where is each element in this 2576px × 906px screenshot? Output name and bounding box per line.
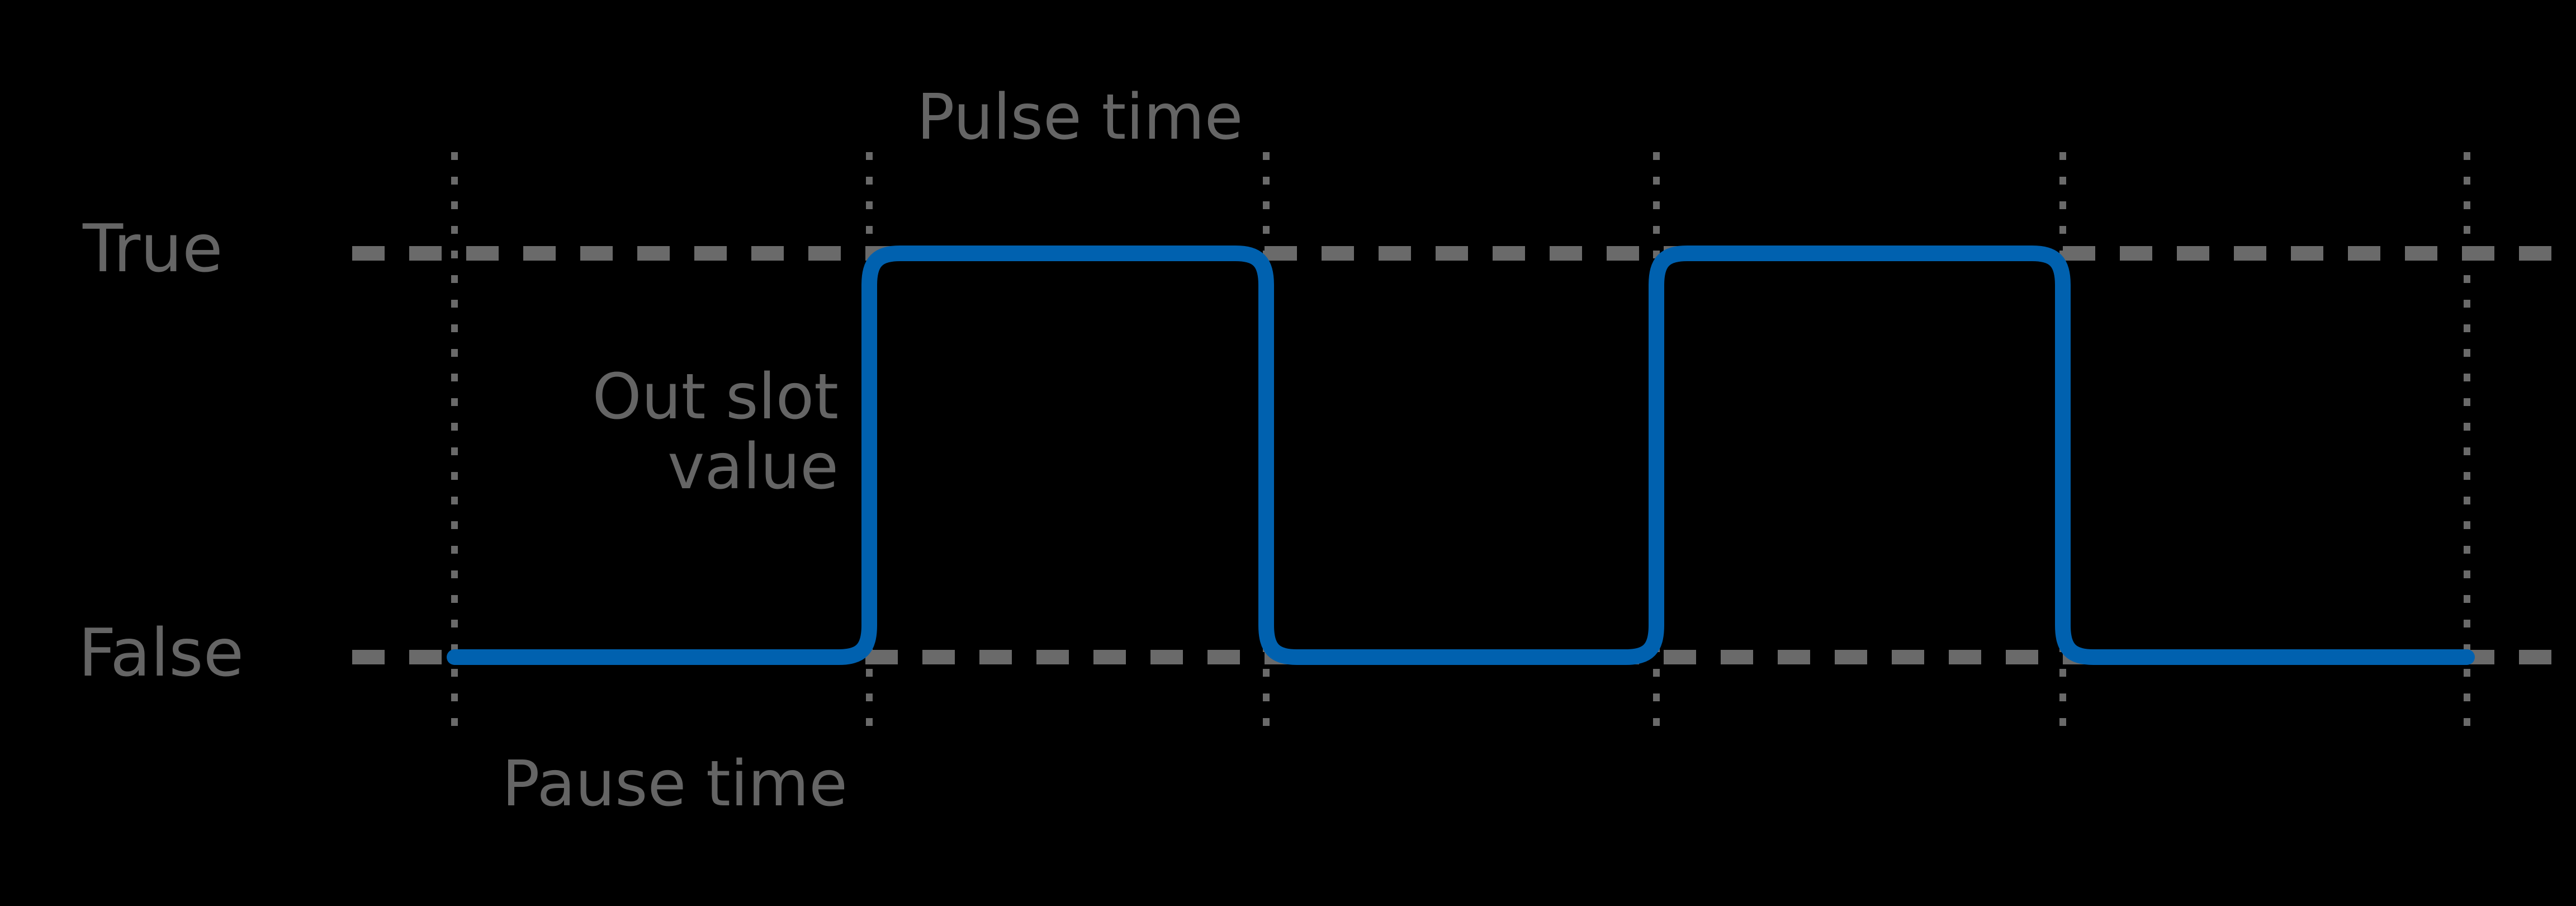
annotation-pulse-time: Pulse time [917,81,1243,154]
annotation-pause-time: Pause time [502,748,848,820]
axis-label-true: True [83,210,223,287]
axis-label-false: False [78,614,244,691]
out-slot-value-waveform [447,246,2475,665]
annotation-out-slot-value: Out slot value [592,361,839,504]
